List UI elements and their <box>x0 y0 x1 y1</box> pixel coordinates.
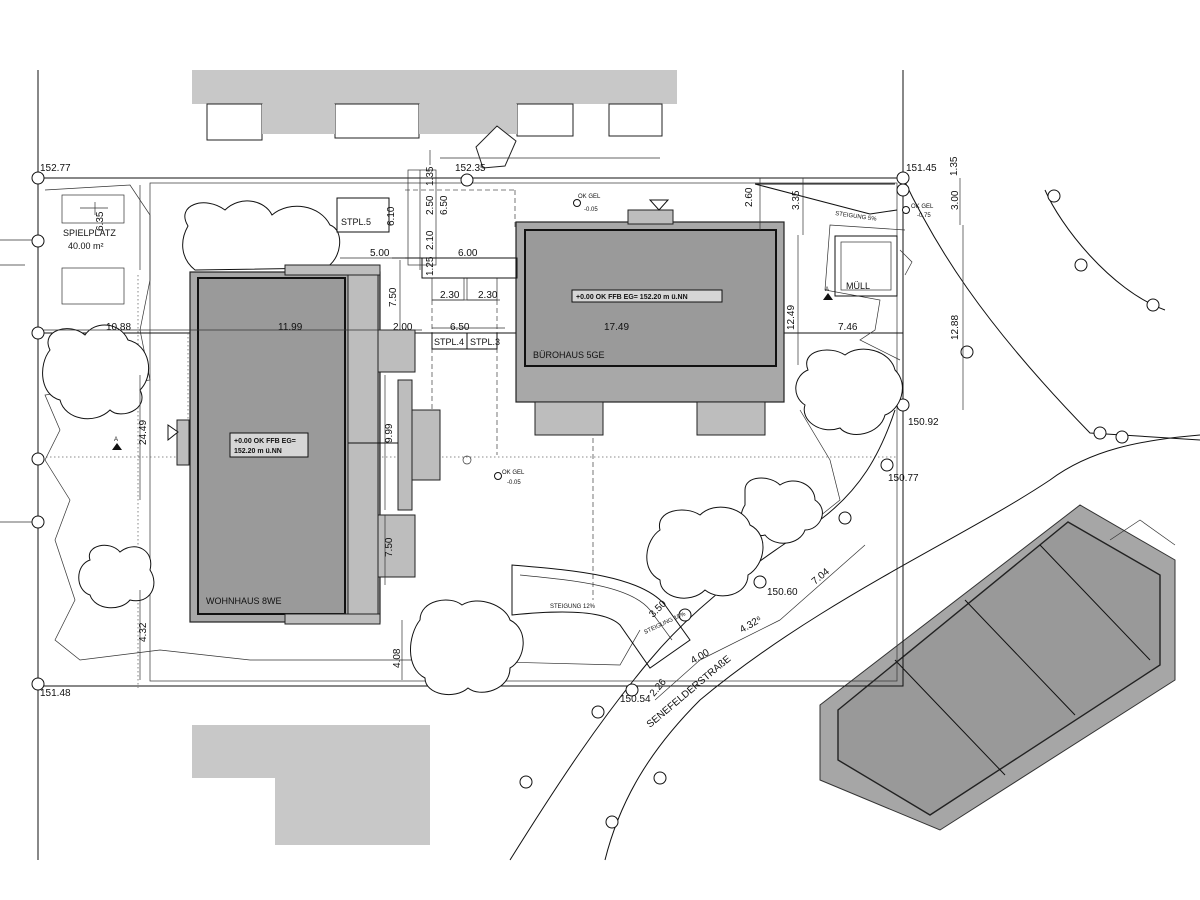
wohnhaus-label: WOHNHAUS 8WE <box>206 596 282 606</box>
dimension-texts: 6.35 10.88 11.99 2.00 7.50 6.50 17.49 7.… <box>95 156 961 699</box>
parking-spaces: STPL.5 STPL.4 STPL.3 <box>336 169 518 350</box>
survey-points <box>31 171 1160 829</box>
okgel-value-1: -0.05 <box>584 207 598 213</box>
waste-enclosure: MÜLL <box>834 235 913 297</box>
section-mark-west: A <box>114 437 118 443</box>
dim-5-00: 5.00 <box>370 248 390 259</box>
muell-label: MÜLL <box>846 281 870 291</box>
elevation-se2: 150.54 <box>620 694 651 705</box>
elevation-north: 152.35 <box>455 163 486 174</box>
dim-1-35b: 1.35 <box>425 166 436 186</box>
trees <box>42 200 903 696</box>
dim-3-35a: 3.35 <box>791 190 802 210</box>
playground-label: SPIELPLATZ <box>63 228 116 238</box>
dim-3-50: 3.50 <box>647 598 669 620</box>
playground: SPIELPLATZ 40.00 m² <box>61 194 125 305</box>
playground-area: 40.00 m² <box>68 241 104 251</box>
plot-boundary <box>0 70 904 860</box>
dimension-lines <box>44 170 964 701</box>
dim-2-30b: 2.30 <box>478 290 498 301</box>
elevation-e1: 150.92 <box>908 417 939 428</box>
okgel-label-1: OK GEL <box>578 194 601 200</box>
ground-level-markers: OK GEL -0.05 OK GEL -0.75 OK GEL -0.05 <box>462 194 934 486</box>
okgel-value-2: -0.75 <box>917 213 931 219</box>
wohnhaus-level-line2: 152.20 m ü.NN <box>234 448 282 455</box>
dim-1-25: 1.25 <box>425 256 436 276</box>
elevation-se1: 150.60 <box>767 587 798 598</box>
dim-1-35: 1.35 <box>949 156 960 176</box>
stpl5-label: STPL.5 <box>341 217 371 227</box>
elevation-nw: 152.77 <box>40 163 71 174</box>
dim-7-46: 7.46 <box>838 322 858 333</box>
wohnhaus-building: +0.00 OK FFB EG= 152.20 m ü.NN WOHNHAUS … <box>176 264 441 625</box>
section-markers: A A <box>112 287 833 450</box>
ramp-steigung-1: STEIGUNG 12% <box>550 604 596 610</box>
dim-2-30a: 2.30 <box>440 290 460 301</box>
okgel-value-3: -0.05 <box>507 480 521 486</box>
neighbour-buildings <box>192 70 1176 845</box>
dim-6-10: 6.10 <box>386 206 397 226</box>
stpl3-label: STPL.3 <box>470 337 500 347</box>
buerohaus-label: BÜROHAUS 5GE <box>533 350 605 360</box>
dim-17-49: 17.49 <box>604 322 629 333</box>
okgel-label-3: OK GEL <box>502 470 525 476</box>
dim-7-50a: 7.50 <box>388 287 399 307</box>
stpl4-label: STPL.4 <box>434 337 464 347</box>
dim-2-26: 2.26 <box>648 677 669 699</box>
steigung-top: STEIGUNG 5% <box>835 211 878 223</box>
dim-12-88: 12.88 <box>950 315 961 340</box>
dim-3-00: 3.00 <box>950 190 961 210</box>
dim-4-32: 4.32 <box>138 622 149 642</box>
dim-6-35: 6.35 <box>95 211 106 231</box>
dim-6-50b: 6.50 <box>439 195 450 215</box>
dim-2-50: 2.50 <box>425 195 436 215</box>
dim-9-99: 9.99 <box>384 423 395 443</box>
okgel-label-2: OK GEL <box>911 204 934 210</box>
dim-12-49: 12.49 <box>786 305 797 330</box>
elevation-ne: 151.45 <box>906 163 937 174</box>
elevation-labels: 152.77 152.35 151.45 151.48 150.92 150.7… <box>40 163 939 705</box>
dim-24-49: 24.49 <box>138 420 149 445</box>
buerohaus-building: +0.00 OK FFB EG= 152.20 m ü.NN BÜROHAUS … <box>515 199 785 436</box>
dim-4-00: 4.00 <box>689 647 712 666</box>
wohnhaus-level-line1: +0.00 OK FFB EG= <box>234 438 296 445</box>
dim-6-50: 6.50 <box>450 322 470 333</box>
street-curbs <box>509 177 1200 861</box>
dim-2-60: 2.60 <box>744 187 755 207</box>
dim-6-00: 6.00 <box>458 248 478 259</box>
dim-4-32b: 4.32⁶ <box>738 614 764 635</box>
dim-2-00: 2.00 <box>393 322 413 333</box>
elevation-sw: 151.48 <box>40 688 71 699</box>
buero-level: +0.00 OK FFB EG= 152.20 m ü.NN <box>576 294 688 301</box>
elevation-e2: 150.77 <box>888 473 919 484</box>
section-mark-east: A <box>825 287 829 293</box>
dim-2-10: 2.10 <box>425 230 436 250</box>
dim-4-08: 4.08 <box>392 648 403 668</box>
hedges <box>44 184 906 666</box>
dim-7-50b: 7.50 <box>384 537 395 557</box>
dim-10-88: 10.88 <box>106 322 131 333</box>
dim-11-99: 11.99 <box>278 322 303 333</box>
